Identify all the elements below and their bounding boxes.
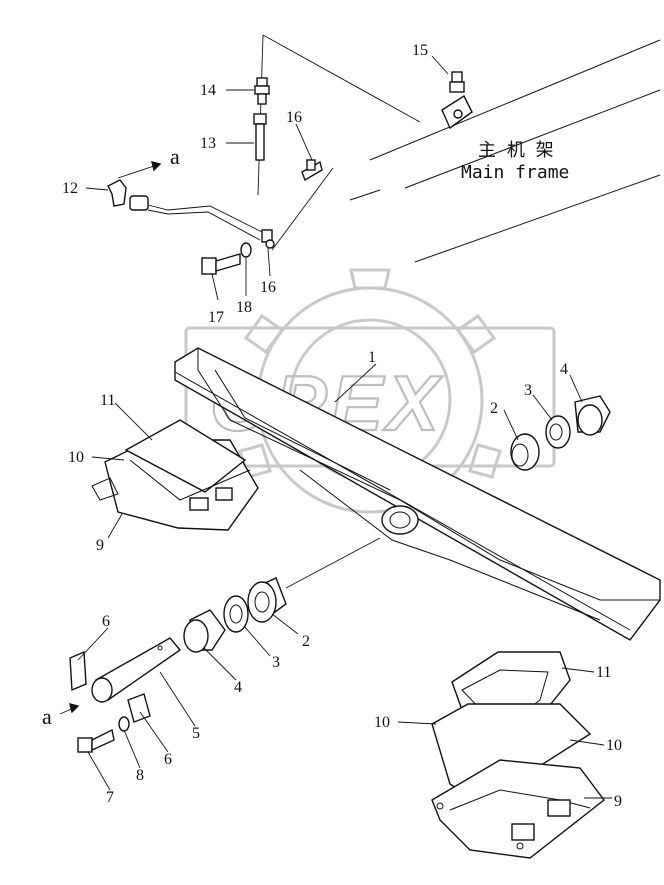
part-5-pin [91, 637, 182, 703]
right-support-assembly [431, 651, 605, 859]
part-7-bolt [77, 728, 115, 753]
callout-4-top: 4 [560, 361, 568, 378]
callout-11-right: 11 [596, 664, 611, 681]
callout-15: 15 [412, 42, 428, 59]
leader-lines [77, 55, 612, 799]
part-16-clip-top [301, 159, 323, 182]
part-3-bearing-top [545, 415, 571, 449]
callout-numbers: 1 2 2 3 3 4 4 5 6 6 7 8 9 9 10 10 10 11 … [62, 42, 622, 810]
callout-11-left: 11 [100, 392, 115, 409]
view-arrow-a-top: a [117, 144, 180, 179]
main-frame-label-cn: 主 机 架 [478, 140, 554, 161]
part-13-pipe [253, 113, 267, 161]
callout-6-top: 6 [102, 613, 110, 630]
part-2-bushing-top [510, 433, 540, 471]
callout-5: 5 [192, 725, 200, 742]
callout-2-bottom: 2 [302, 633, 310, 650]
callout-9-right: 9 [614, 793, 622, 810]
callout-3-bottom: 3 [272, 654, 280, 671]
main-frame-label: 主 机 架 Main frame [461, 140, 569, 183]
callout-1: 1 [368, 349, 376, 366]
callout-17: 17 [208, 309, 224, 326]
callout-16-top: 16 [286, 109, 302, 126]
part-14-fitting [254, 77, 270, 105]
callout-10-right-b: 10 [606, 737, 622, 754]
part-18-washer [240, 242, 252, 258]
callout-9-left: 9 [96, 537, 104, 554]
part-8-washer [118, 716, 130, 732]
part-4-sleeve-top [574, 395, 611, 436]
callout-6-bottom: 6 [164, 751, 172, 768]
part-4-sleeve-bottom [183, 609, 226, 653]
part-2-bushing-bottom [247, 537, 381, 623]
callout-10-left: 10 [68, 449, 84, 466]
view-arrow-a-bottom: a [42, 703, 80, 729]
view-label-a-top: a [170, 144, 180, 169]
part-6-plate-top [69, 650, 87, 692]
part-15-grease-fitting [441, 71, 473, 130]
part-16-clip-bottom [261, 229, 275, 249]
callout-2-top: 2 [490, 400, 498, 417]
part-12-elbow [107, 179, 263, 241]
callout-4-bottom: 4 [234, 679, 242, 696]
part-6-plate-bottom [127, 693, 151, 723]
left-support-assembly [91, 419, 259, 531]
callout-7: 7 [106, 789, 114, 806]
callout-10-right-a: 10 [374, 714, 390, 731]
part-3-bearing-bottom [223, 595, 249, 633]
main-frame-outline [257, 34, 661, 263]
callout-16-bottom: 16 [260, 279, 276, 296]
callout-18: 18 [236, 299, 252, 316]
callout-3-top: 3 [524, 382, 532, 399]
part-1-axle-beam [174, 347, 661, 641]
main-frame-label-en: Main frame [461, 162, 569, 183]
callout-14: 14 [200, 82, 216, 99]
callout-12: 12 [62, 180, 78, 197]
callout-13: 13 [200, 135, 216, 152]
view-label-a-bottom: a [42, 704, 52, 729]
part-17-bolt [201, 253, 241, 275]
callout-8: 8 [136, 767, 144, 784]
